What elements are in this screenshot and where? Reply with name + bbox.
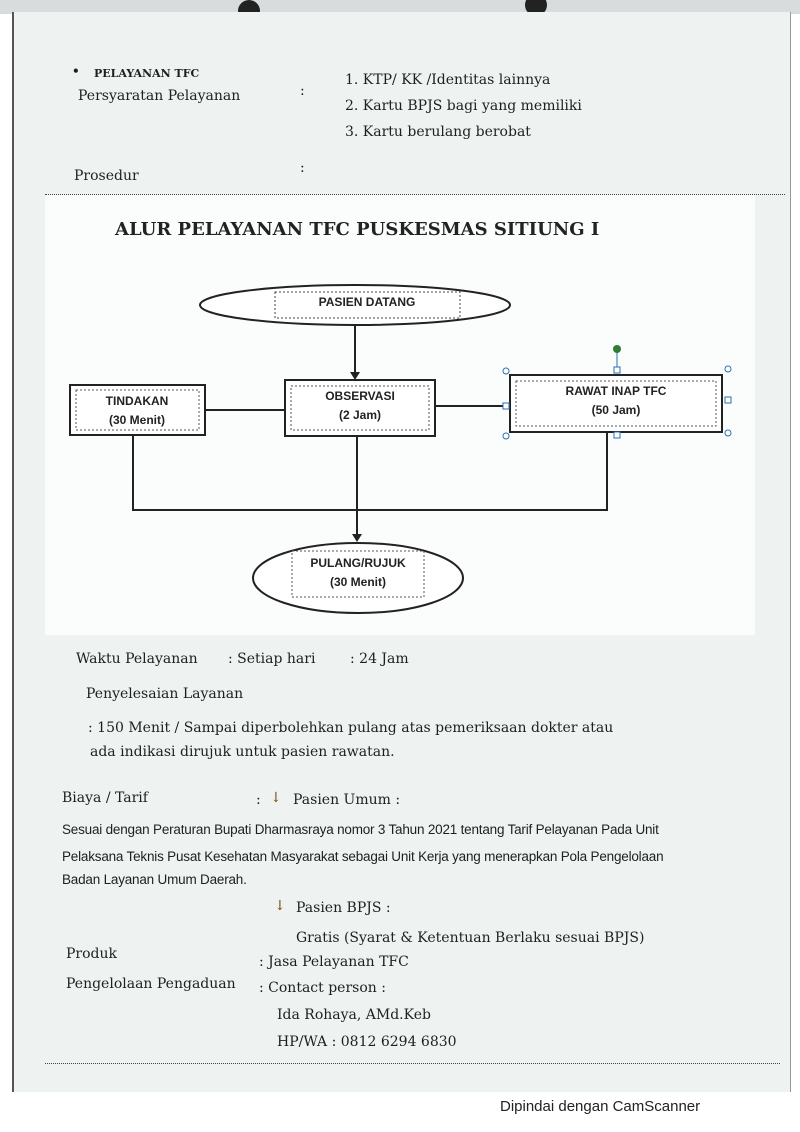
procedure-colon: :: [300, 160, 305, 176]
product-value: : Jasa Pelayanan TFC: [259, 954, 409, 970]
general-patient-label: Pasien Umum :: [293, 792, 401, 808]
connectors: [132, 325, 608, 534]
complaints-value: : Contact person :: [259, 980, 386, 996]
regulation-line: Sesuai dengan Peraturan Bupati Dharmasra…: [62, 822, 659, 837]
tindakan-node: TINDAKAN (30 Menit): [69, 384, 206, 436]
observasi-node: OBSERVASI (2 Jam): [284, 379, 436, 437]
tindakan-title: TINDAKAN: [106, 394, 169, 408]
completion-label: Penyelesaian Layanan: [86, 686, 244, 702]
requirement-item: 1. KTP/ KK /Identitas lainnya: [345, 72, 551, 88]
rawat-inap-node: RAWAT INAP TFC (50 Jam): [502, 345, 732, 440]
flowchart: ALUR PELAYANAN TFC PUSKESMAS SITIUNG I P…: [45, 195, 755, 635]
requirements-colon: :: [300, 83, 305, 99]
divider: [45, 194, 785, 195]
arrow-down-icon: ↓: [270, 790, 282, 806]
arrow-down-icon: ↓: [274, 898, 286, 914]
completion-line: : 150 Menit / Sampai diperbolehkan pulan…: [88, 720, 614, 736]
requirements-label: Persyaratan Pelayanan: [78, 88, 241, 104]
rawat-inap-duration: (50 Jam): [592, 403, 641, 417]
completion-line: ada indikasi dirujuk untuk pasien rawata…: [90, 744, 395, 760]
requirement-item: 2. Kartu BPJS bagi yang memiliki: [345, 98, 582, 114]
scan-top-edge: [0, 0, 800, 14]
start-node: PASIEN DATANG: [199, 284, 511, 326]
complaints-label: Pengelolaan Pengaduan: [66, 976, 236, 992]
flowchart-title: ALUR PELAYANAN TFC PUSKESMAS SITIUNG I: [114, 219, 599, 240]
bpjs-note: Gratis (Syarat & Ketentuan Berlaku sesua…: [296, 930, 645, 946]
service-time-label: Waktu Pelayanan: [76, 651, 198, 667]
regulation-line: Badan Layanan Umum Daerah.: [62, 872, 247, 887]
regulation-line: Pelaksana Teknis Pusat Kesehatan Masyara…: [62, 849, 664, 864]
end-node: PULANG/RUJUK (30 Menit): [252, 542, 464, 614]
rawat-inap-title: RAWAT INAP TFC: [566, 384, 667, 398]
end-title: PULANG/RUJUK: [310, 556, 406, 570]
contact-name: Ida Rohaya, AMd.Keb: [277, 1007, 431, 1023]
tindakan-duration: (30 Menit): [109, 413, 165, 427]
contact-phone: HP/WA : 0812 6294 6830: [277, 1034, 457, 1050]
fees-colon: :: [256, 792, 261, 808]
observasi-duration: (2 Jam): [339, 408, 381, 422]
scanner-watermark: Dipindai dengan CamScanner: [500, 1098, 701, 1115]
end-duration: (30 Menit): [330, 575, 386, 589]
bpjs-patient-label: Pasien BPJS :: [296, 900, 391, 916]
arrow-icon: [352, 534, 362, 542]
section-title: PELAYANAN TFC: [94, 67, 200, 80]
bullet-icon: •: [72, 64, 80, 78]
flowchart-svg: ALUR PELAYANAN TFC PUSKESMAS SITIUNG I P…: [69, 219, 732, 614]
product-label: Produk: [66, 946, 118, 962]
divider: [45, 1063, 780, 1064]
service-time-value: : Setiap hari: [228, 651, 316, 667]
service-time-hours: : 24 Jam: [350, 651, 409, 667]
procedure-label: Prosedur: [74, 168, 139, 184]
observasi-title: OBSERVASI: [325, 389, 395, 403]
start-label: PASIEN DATANG: [319, 295, 416, 309]
selection-handles: [502, 365, 732, 440]
requirement-item: 3. Kartu berulang berobat: [345, 124, 531, 140]
fees-label: Biaya / Tarif: [62, 790, 148, 806]
arrow-icon: [350, 372, 360, 380]
rotate-handle: [613, 345, 621, 353]
